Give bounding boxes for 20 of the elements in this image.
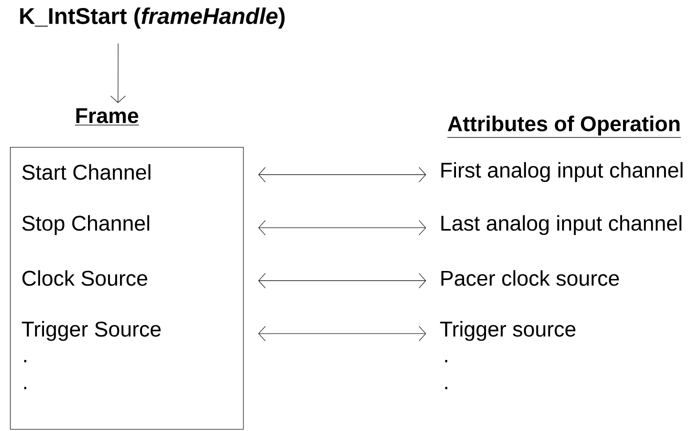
frame-heading: Frame: [74, 108, 140, 126]
ellipsis-dot: .: [445, 360, 448, 362]
attribute-text: First analog input channel: [441, 162, 682, 182]
arrow: [110, 43, 126, 103]
column-heading: Attributes of Operation: [447, 116, 682, 138]
field-name: Stop Channel: [22, 215, 150, 236]
arrow: [258, 273, 426, 288]
field-name: Start Channel: [22, 164, 150, 180]
field-name: Trigger Source: [22, 321, 161, 341]
attribute-text: Trigger source: [440, 321, 576, 341]
arrow: [258, 167, 426, 182]
attribute-text: Last analog input channel: [441, 215, 682, 236]
arrow: [258, 326, 426, 342]
arrow: [258, 220, 426, 236]
title-text: K_IntStart (frameHandle): [20, 7, 285, 29]
attribute-text: Pacer clock source: [441, 270, 619, 286]
ellipsis-dot: .: [445, 386, 448, 390]
field-name: Clock Source: [22, 270, 148, 286]
ellipsis-dot: .: [24, 386, 26, 390]
ellipsis-dot: .: [24, 360, 26, 362]
